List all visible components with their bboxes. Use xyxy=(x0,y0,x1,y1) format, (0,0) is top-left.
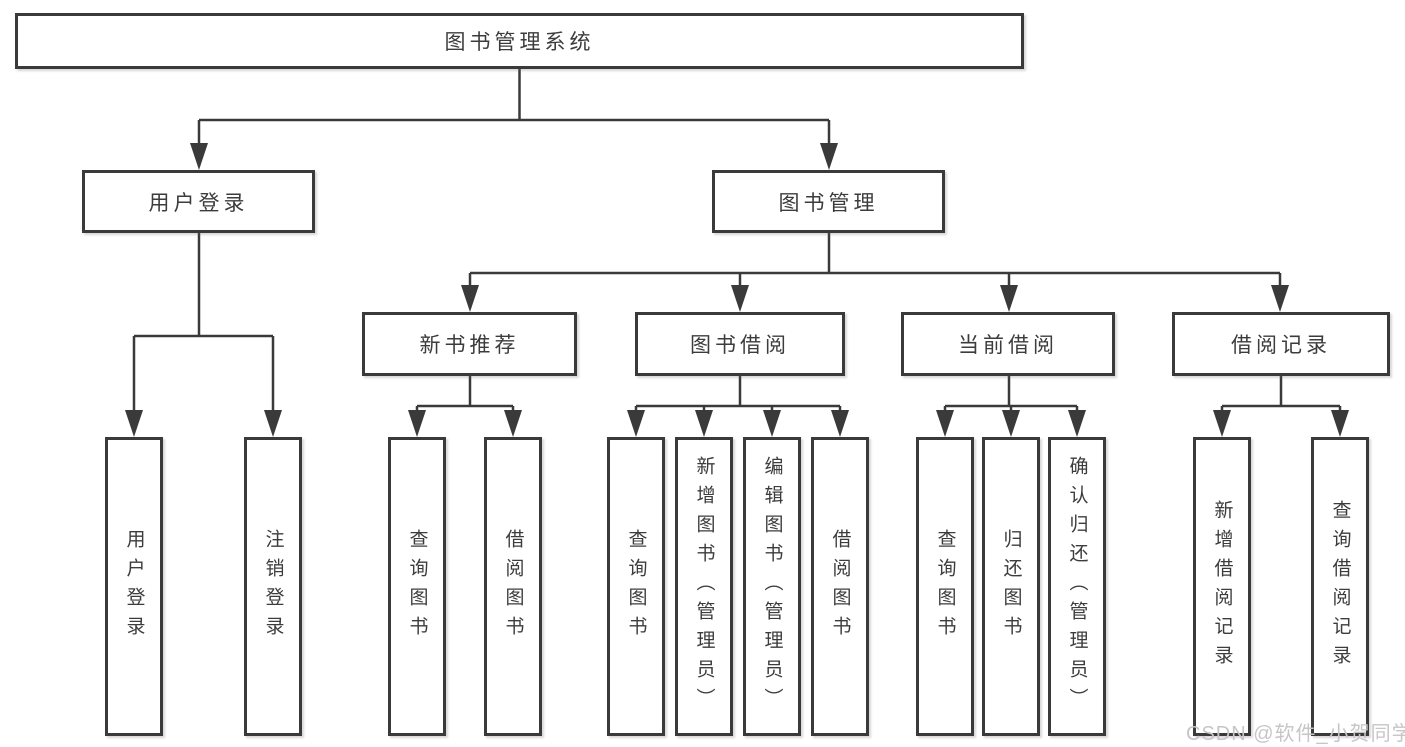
node-root: 图书管理系统 xyxy=(15,13,1024,69)
node-borrow-records: 借阅记录 xyxy=(1172,312,1390,376)
node-bb-edit-book-label: 编辑图书（管理员） xyxy=(761,456,783,717)
node-br-query-record: 查询借阅记录 xyxy=(1311,437,1369,736)
node-book-mgmt-label: 图书管理 xyxy=(778,191,879,215)
node-ul-logout-label: 注销登录 xyxy=(262,528,284,645)
node-current-borrow: 当前借阅 xyxy=(901,312,1115,376)
node-new-book-rec: 新书推荐 xyxy=(362,312,577,376)
csdn-watermark: CSDN @软件_小贺同学 xyxy=(1186,723,1405,745)
node-ul-user-login: 用户登录 xyxy=(105,437,163,736)
node-borrow-records-label: 借阅记录 xyxy=(1231,334,1331,357)
node-bb-borrow-book-label: 借阅图书 xyxy=(829,528,851,645)
node-cb-confirm-return: 确认归还（管理员） xyxy=(1048,437,1106,736)
node-nbr-query-book-label: 查询图书 xyxy=(406,528,428,645)
node-bb-add-book: 新增图书（管理员） xyxy=(675,437,733,736)
node-root-label: 图书管理系统 xyxy=(444,31,595,54)
node-user-login-label: 用户登录 xyxy=(148,191,249,215)
node-user-login: 用户登录 xyxy=(82,170,315,233)
node-book-borrow: 图书借阅 xyxy=(635,312,845,376)
node-book-mgmt: 图书管理 xyxy=(712,170,945,233)
node-bb-edit-book: 编辑图书（管理员） xyxy=(743,437,801,736)
node-ul-logout: 注销登录 xyxy=(244,437,302,736)
node-nbr-query-book: 查询图书 xyxy=(388,437,446,736)
node-current-borrow-label: 当前借阅 xyxy=(958,334,1058,357)
node-cb-return-book: 归还图书 xyxy=(982,437,1040,736)
node-bb-add-book-label: 新增图书（管理员） xyxy=(693,456,715,717)
node-new-book-rec-label: 新书推荐 xyxy=(419,334,520,357)
node-nbr-borrow-book-label: 借阅图书 xyxy=(502,528,524,645)
node-cb-query-book-label: 查询图书 xyxy=(934,528,956,645)
node-bb-borrow-book: 借阅图书 xyxy=(811,437,869,736)
node-cb-return-book-label: 归还图书 xyxy=(1000,528,1022,645)
node-book-borrow-label: 图书借阅 xyxy=(690,334,790,357)
node-ul-user-login-label: 用户登录 xyxy=(123,528,145,645)
node-cb-query-book: 查询图书 xyxy=(916,437,974,736)
node-br-add-record-label: 新增借阅记录 xyxy=(1211,499,1233,674)
node-bb-query-book-label: 查询图书 xyxy=(625,528,647,645)
node-br-query-record-label: 查询借阅记录 xyxy=(1329,499,1351,674)
node-cb-confirm-return-label: 确认归还（管理员） xyxy=(1066,456,1088,717)
node-bb-query-book: 查询图书 xyxy=(607,437,665,736)
node-nbr-borrow-book: 借阅图书 xyxy=(484,437,542,736)
node-br-add-record: 新增借阅记录 xyxy=(1193,437,1251,736)
